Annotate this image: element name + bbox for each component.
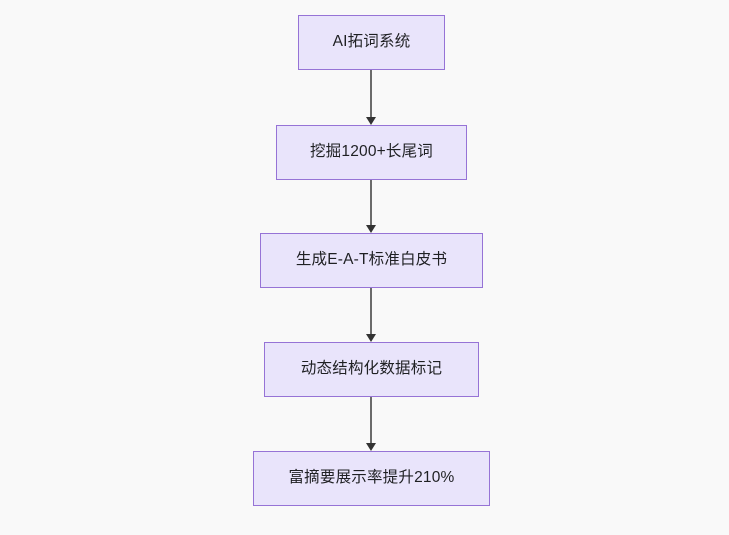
arrowhead-icon <box>366 225 376 233</box>
flow-node-rich-snippet-impression-lift[interactable]: 富摘要展示率提升210% <box>253 451 490 506</box>
flow-node-label: 动态结构化数据标记 <box>300 360 443 378</box>
connector-line <box>370 288 372 336</box>
flow-node-label: AI拓词系统 <box>332 33 411 51</box>
flow-node-mine-longtail-keywords[interactable]: 挖掘1200+长尾词 <box>276 125 467 180</box>
flow-node-label: 富摘要展示率提升210% <box>288 469 455 487</box>
flow-node-label: 挖掘1200+长尾词 <box>309 143 434 161</box>
arrowhead-icon <box>366 334 376 342</box>
flow-node-label: 生成E-A-T标准白皮书 <box>295 251 448 269</box>
flow-node-dynamic-structured-data-markup[interactable]: 动态结构化数据标记 <box>264 342 479 397</box>
flow-node-generate-eat-whitepaper[interactable]: 生成E-A-T标准白皮书 <box>260 233 483 288</box>
flow-node-ai-keyword-system[interactable]: AI拓词系统 <box>298 15 445 70</box>
connector-line <box>370 397 372 445</box>
connector-node-3-to-node-4 <box>366 288 376 342</box>
arrowhead-icon <box>366 117 376 125</box>
connector-line <box>370 180 372 227</box>
connector-node-2-to-node-3 <box>366 180 376 233</box>
connector-line <box>370 70 372 119</box>
arrowhead-icon <box>366 443 376 451</box>
connector-node-4-to-node-5 <box>366 397 376 451</box>
connector-node-1-to-node-2 <box>366 70 376 125</box>
